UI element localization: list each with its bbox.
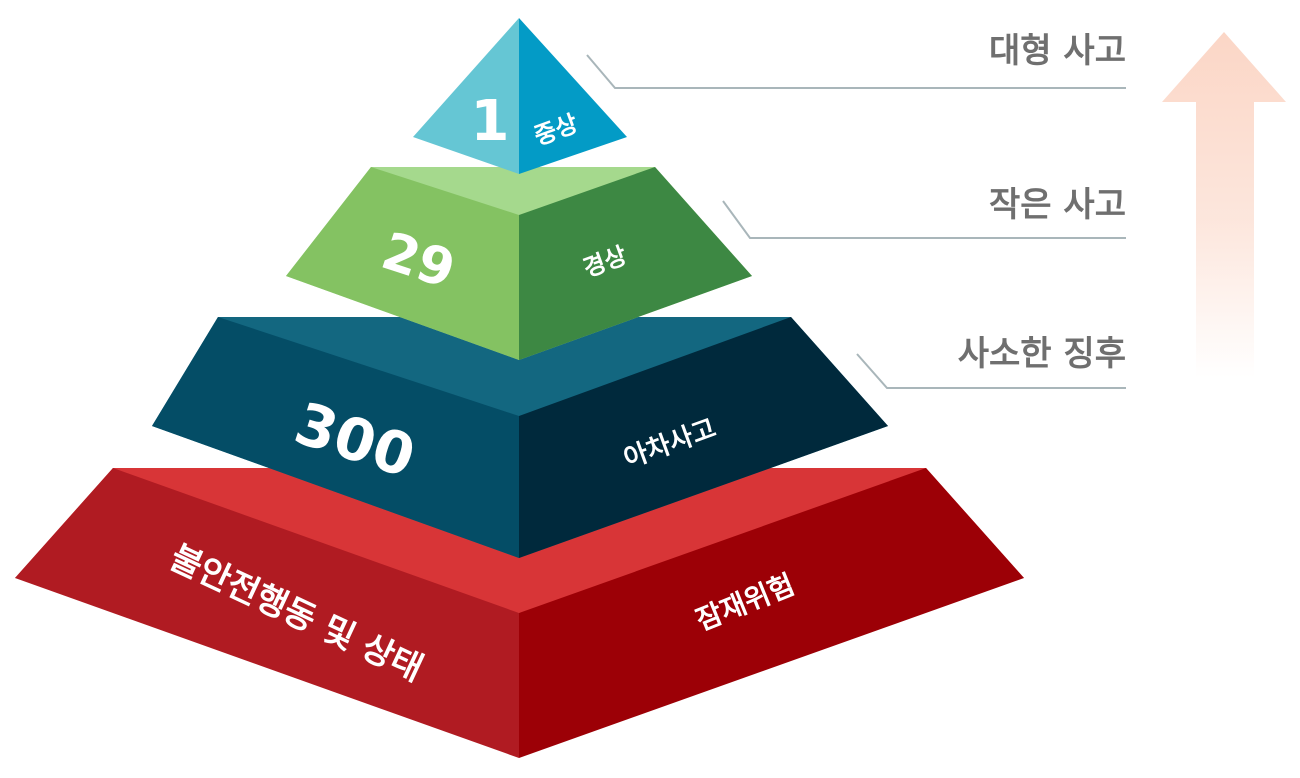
tier-3 xyxy=(152,317,888,558)
leader-line-1 xyxy=(586,54,1126,89)
level-label-major: 대형 사고 xyxy=(989,31,1126,71)
tier-1-number: 1 xyxy=(471,89,510,154)
tier-1 xyxy=(413,18,627,174)
tier-3-right-face xyxy=(519,317,888,558)
tier-4-left-face xyxy=(15,468,519,758)
leader-line-2 xyxy=(722,200,1126,239)
tier-1-left-face xyxy=(413,18,519,174)
level-label-minor: 작은 사고 xyxy=(989,185,1126,225)
arrow-up-icon xyxy=(1162,32,1286,378)
tier-2-right-face xyxy=(519,167,752,360)
tier-3-left-face xyxy=(152,317,519,558)
tier-2-left-face xyxy=(286,167,519,360)
tier-1-right-face xyxy=(519,18,627,174)
tier-2 xyxy=(286,167,752,360)
tier-4-right-face xyxy=(519,468,1024,758)
level-label-sign: 사소한 징후 xyxy=(958,334,1126,374)
leader-lines xyxy=(586,54,1126,389)
leader-line-3 xyxy=(856,353,1126,389)
